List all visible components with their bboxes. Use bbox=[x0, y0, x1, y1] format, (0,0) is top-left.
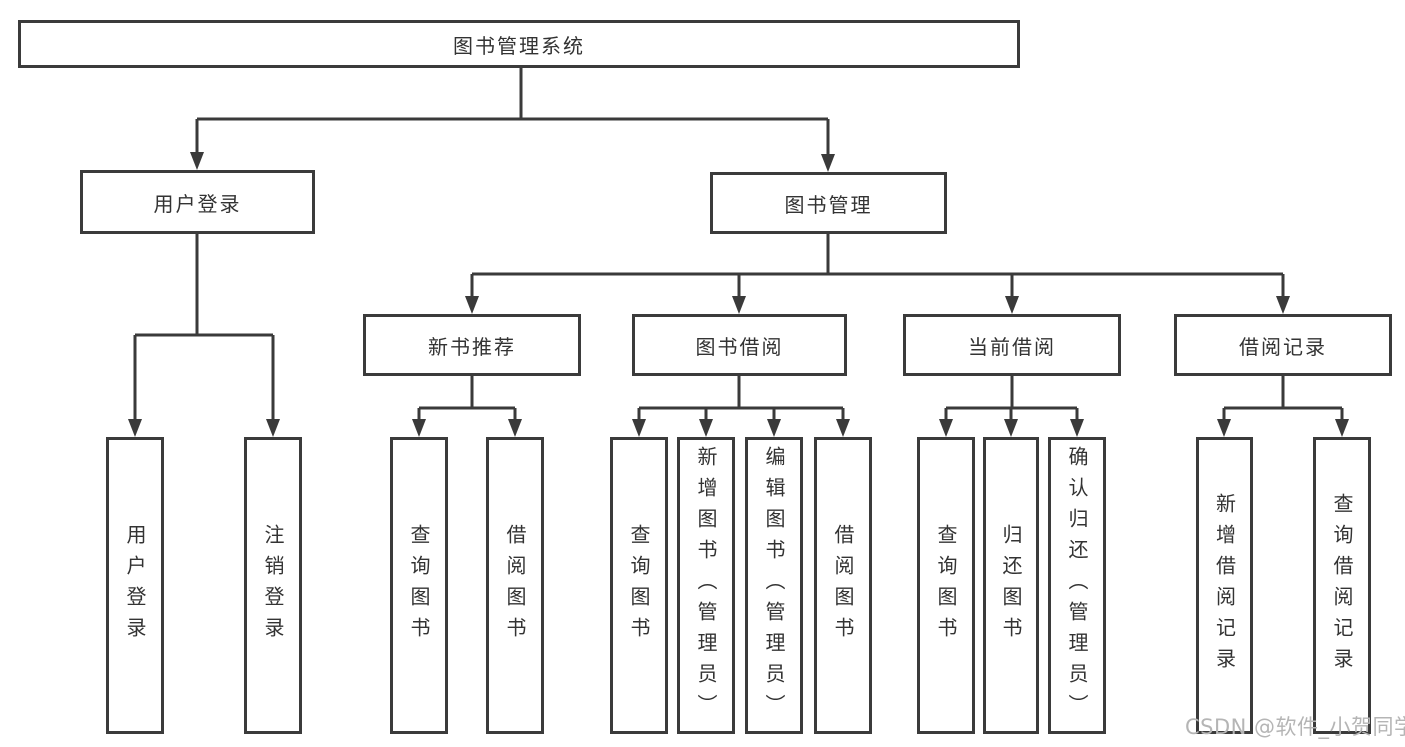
node-label: 编辑图书（管理员） bbox=[762, 446, 786, 725]
leaf-query-books-recommend: 查询图书 bbox=[390, 437, 448, 734]
leaf-add-books-admin: 新增图书（管理员） bbox=[677, 437, 735, 734]
leaf-query-books-current: 查询图书 bbox=[917, 437, 975, 734]
node-label: 借阅记录 bbox=[1239, 334, 1327, 359]
node-label: 图书管理 bbox=[784, 192, 873, 217]
node-label: 用户登录 bbox=[153, 191, 242, 216]
leaf-query-borrow-record: 查询借阅记录 bbox=[1313, 437, 1371, 734]
node-book-borrow: 图书借阅 bbox=[632, 314, 847, 376]
node-label: 查询图书 bbox=[627, 523, 651, 648]
node-user-login-branch: 用户登录 bbox=[80, 170, 315, 234]
node-label: 当前借阅 bbox=[968, 334, 1056, 359]
node-label: 查询图书 bbox=[407, 523, 431, 648]
node-new-book-recommend: 新书推荐 bbox=[363, 314, 581, 376]
leaf-borrow-books-recommend: 借阅图书 bbox=[486, 437, 544, 734]
node-label: 确认归还（管理员） bbox=[1065, 446, 1089, 725]
leaf-user-login: 用户登录 bbox=[106, 437, 164, 734]
node-label: 注销登录 bbox=[261, 523, 285, 648]
leaf-add-borrow-record: 新增借阅记录 bbox=[1196, 437, 1253, 734]
leaf-logout: 注销登录 bbox=[244, 437, 302, 734]
node-library-management-system: 图书管理系统 bbox=[18, 20, 1020, 68]
node-label: 查询图书 bbox=[934, 523, 958, 648]
node-label: 新书推荐 bbox=[428, 334, 516, 359]
csdn-watermark: CSDN @软件_小贺同学 bbox=[1185, 715, 1405, 739]
leaf-confirm-return-admin: 确认归还（管理员） bbox=[1048, 437, 1106, 734]
leaf-return-books: 归还图书 bbox=[983, 437, 1039, 734]
node-label: 归还图书 bbox=[999, 523, 1023, 648]
node-borrow-records: 借阅记录 bbox=[1174, 314, 1392, 376]
node-label: 图书管理系统 bbox=[453, 33, 585, 58]
node-book-management-branch: 图书管理 bbox=[710, 172, 947, 234]
node-label: 图书借阅 bbox=[695, 334, 784, 359]
leaf-query-books-borrow: 查询图书 bbox=[610, 437, 668, 734]
node-current-borrow: 当前借阅 bbox=[903, 314, 1121, 376]
node-label: 借阅图书 bbox=[831, 523, 855, 648]
leaf-edit-books-admin: 编辑图书（管理员） bbox=[745, 437, 803, 734]
node-label: 查询借阅记录 bbox=[1330, 492, 1354, 679]
node-label: 借阅图书 bbox=[503, 523, 527, 648]
node-label: 新增图书（管理员） bbox=[694, 446, 718, 725]
leaf-borrow-books: 借阅图书 bbox=[814, 437, 872, 734]
node-label: 新增借阅记录 bbox=[1212, 492, 1237, 679]
node-label: 用户登录 bbox=[123, 523, 147, 648]
